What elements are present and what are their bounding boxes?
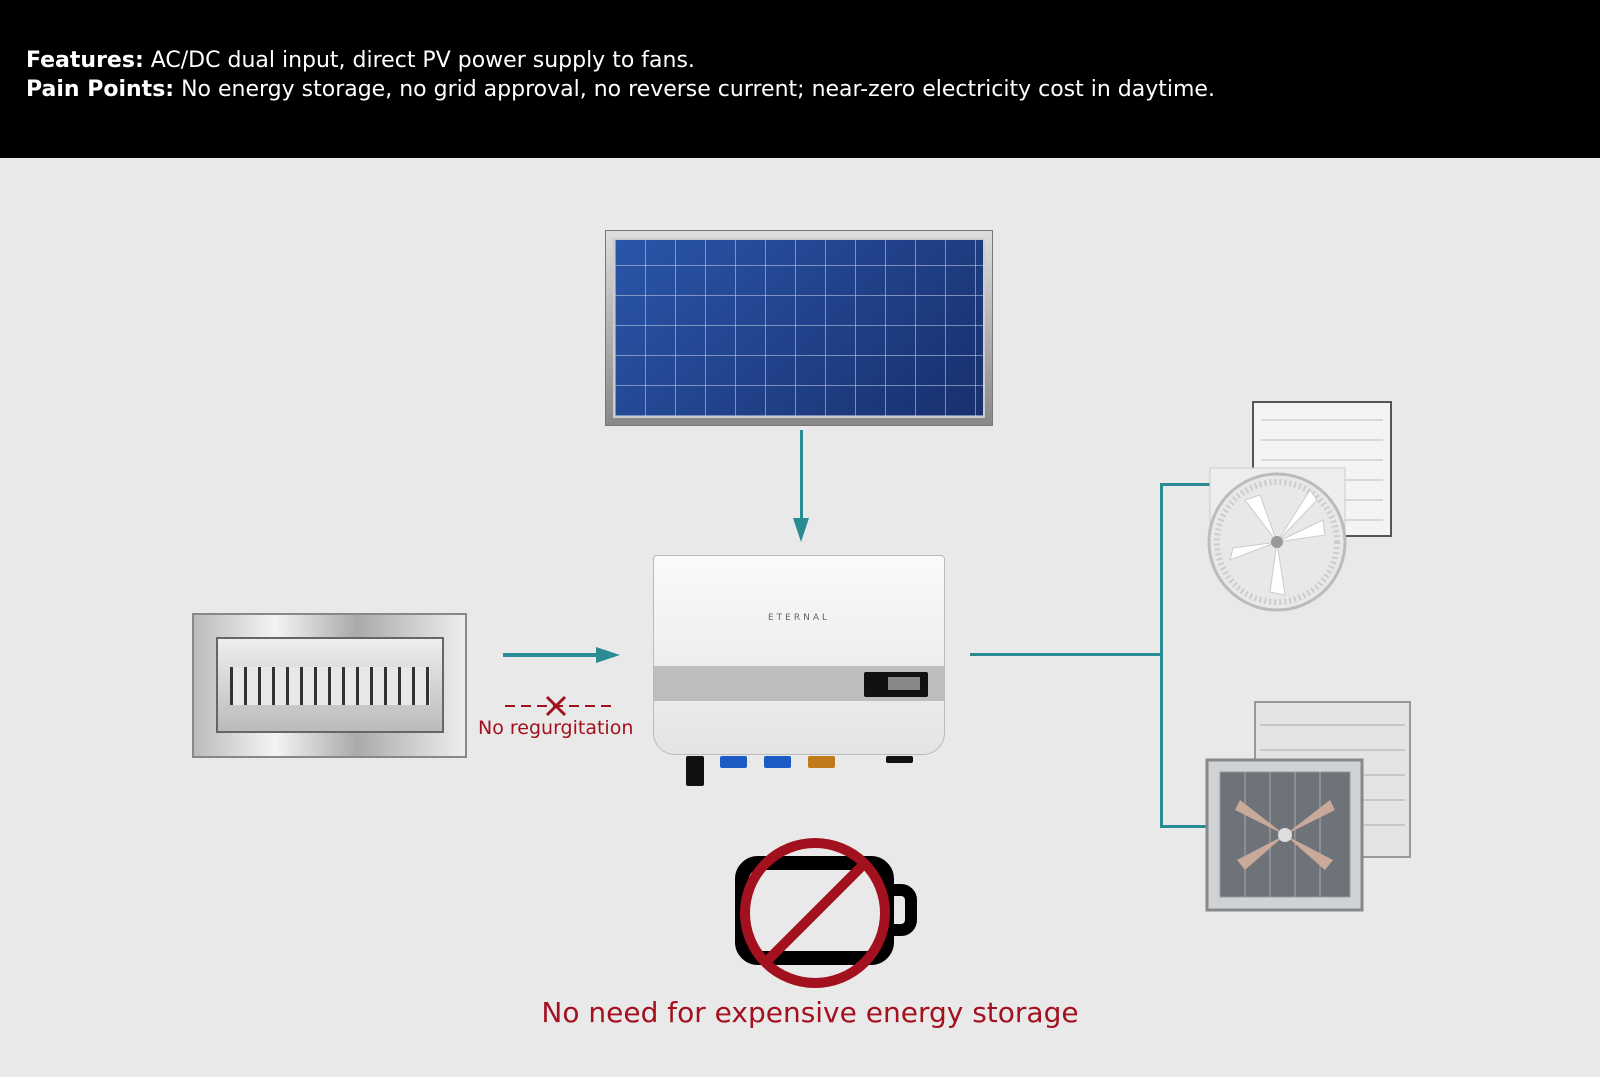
pv-arrowhead-icon (793, 518, 809, 542)
inverter-display (864, 672, 928, 697)
box-fan-icon (1205, 701, 1411, 912)
solar-panel (605, 230, 993, 426)
output-branch-bottom (1160, 825, 1210, 828)
features-line: Features: AC/DC dual input, direct PV po… (26, 46, 1600, 75)
blocked-reverse-icon (505, 695, 617, 717)
inverter-brand: ETERNAL (767, 613, 831, 623)
pv-arrow-line (800, 430, 803, 520)
port-icon (808, 756, 835, 768)
no-storage-label: No need for expensive energy storage (541, 996, 1079, 1029)
output-branch-top (1160, 483, 1210, 486)
inverter: ETERNAL (653, 555, 945, 755)
port-icon (720, 756, 747, 768)
grid-arrow-line (503, 653, 598, 657)
output-bus-line (1160, 483, 1163, 828)
pain-points-line: Pain Points: No energy storage, no grid … (26, 75, 1600, 104)
port-icon (886, 756, 913, 763)
grid-arrowhead-icon (596, 647, 620, 663)
no-battery-icon (735, 838, 917, 988)
cone-fan-icon (1207, 401, 1392, 612)
pain-points-text: No energy storage, no grid approval, no … (174, 77, 1215, 102)
port-icon (686, 756, 704, 786)
output-line (970, 653, 1162, 656)
features-text: AC/DC dual input, direct PV power supply… (143, 48, 695, 73)
distribution-box (192, 613, 467, 758)
header-banner: Features: AC/DC dual input, direct PV po… (0, 0, 1600, 158)
port-icon (764, 756, 791, 768)
features-label: Features: (26, 48, 144, 73)
no-regurgitation-label: No regurgitation (478, 717, 634, 739)
pain-points-label: Pain Points: (26, 77, 175, 102)
